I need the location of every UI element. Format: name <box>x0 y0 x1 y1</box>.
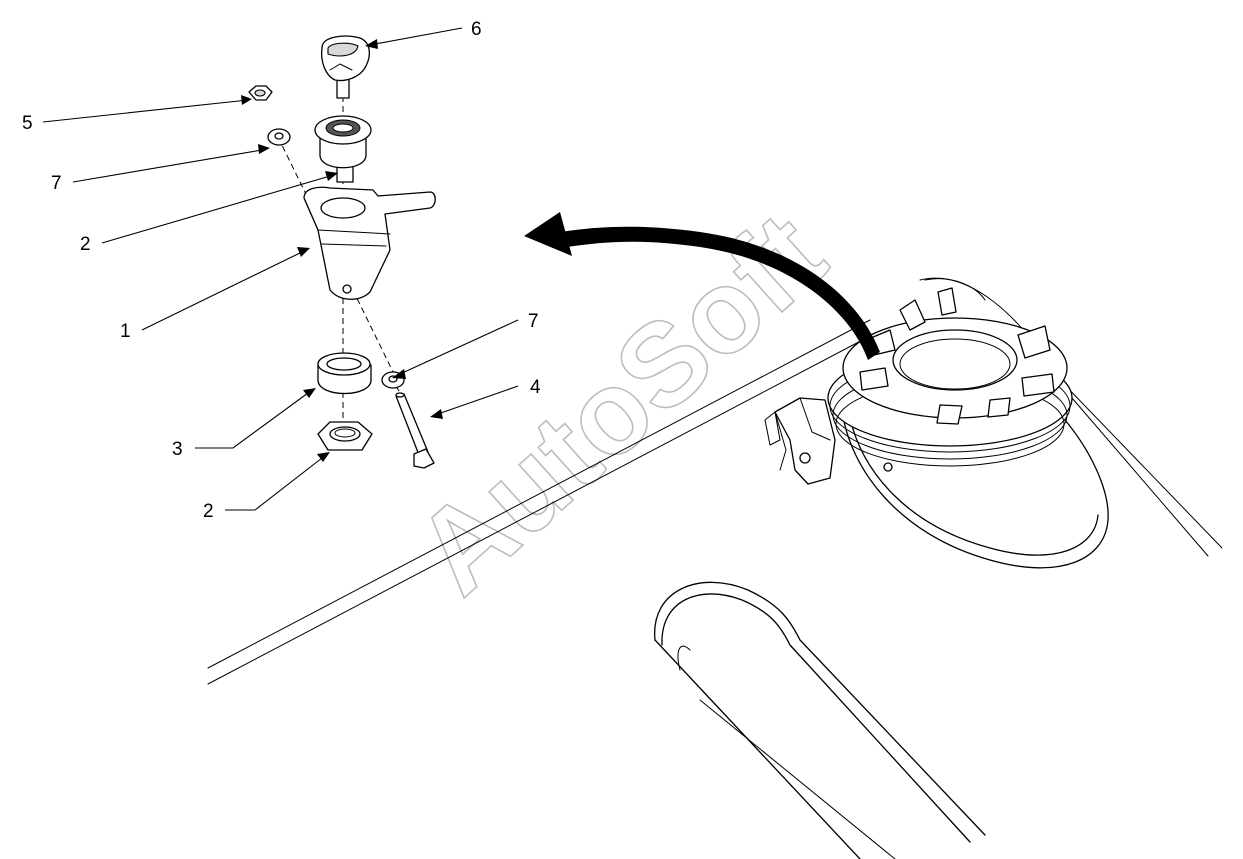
detail-arrow <box>524 212 880 360</box>
leader-lines <box>42 27 519 511</box>
part-6-knob <box>320 35 371 99</box>
part-1-bracket <box>303 186 436 300</box>
part-2-lower-nut <box>317 421 373 451</box>
callout-1: 1 <box>120 321 131 342</box>
handle-loop <box>654 581 986 859</box>
callout-7-left: 7 <box>51 173 62 194</box>
callout-7-right: 7 <box>528 311 539 332</box>
callout-5: 5 <box>22 113 33 134</box>
part-2-upper-bushing <box>314 115 372 183</box>
part-5-nut <box>248 85 273 101</box>
callout-4: 4 <box>530 377 541 398</box>
fuel-tank <box>827 278 1109 569</box>
callout-labels: 6 5 7 2 1 7 4 3 2 <box>22 19 541 522</box>
watermark-text: AutoSoft <box>391 188 849 619</box>
part-4-bolt <box>395 392 435 469</box>
part-3-spacer <box>317 352 372 395</box>
callout-3: 3 <box>172 439 183 460</box>
callout-6: 6 <box>471 19 482 40</box>
part-7-left-washer <box>267 128 291 146</box>
callout-2-upper: 2 <box>80 234 91 255</box>
tank-bracket <box>764 397 836 485</box>
callout-2-lower: 2 <box>203 501 214 522</box>
